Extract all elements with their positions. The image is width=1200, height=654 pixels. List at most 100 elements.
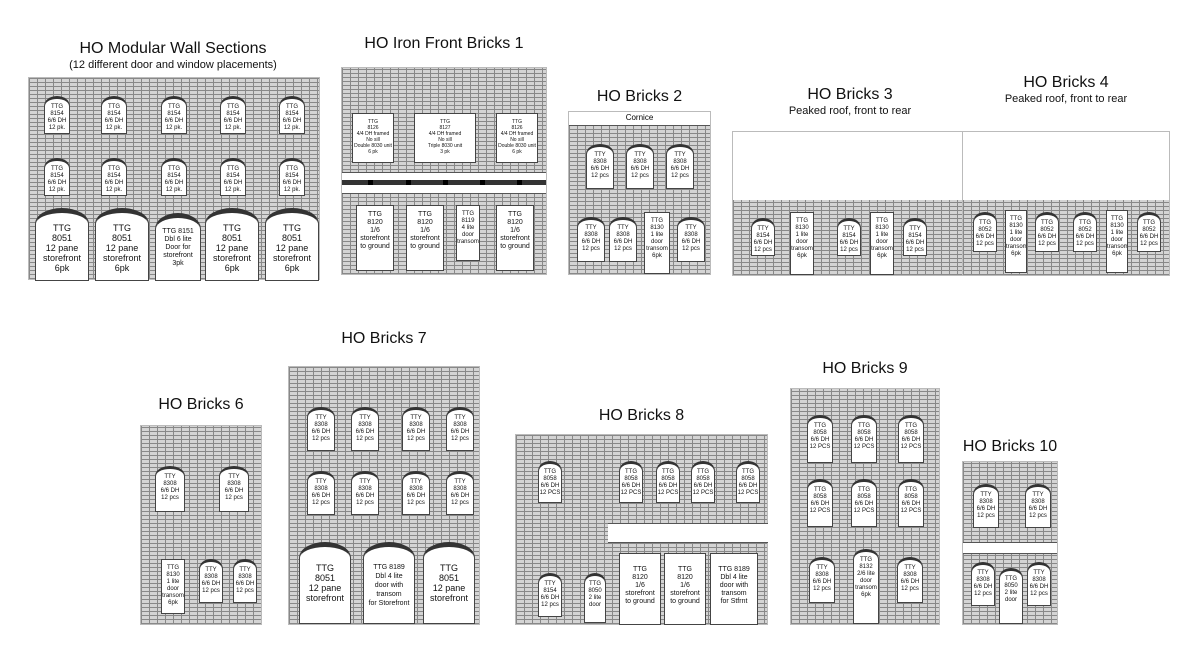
window: TTG 8058 6/6 DH 12 PCS — [807, 479, 833, 527]
window: TTG 8058 6/6 DH 12 PCS — [656, 461, 680, 503]
window: TTY 8308 6/6 DH 12 pcs — [219, 466, 249, 512]
window: TTG 8058 6/6 DH 12 PCS — [619, 461, 643, 503]
door: TTG 8130 1 lite door transom 6pk — [1005, 210, 1027, 273]
window: TTY 8308 6/6 DH 12 pcs — [307, 407, 335, 451]
window-unit: TTG 8126 4/4 DH framed No sill Double 80… — [496, 113, 538, 163]
window: TTG 8058 6/6 DH 12 PCS — [898, 415, 924, 463]
storefront: TTG 8051 12 pane storefront 6pk — [265, 208, 319, 281]
window: TTG 8154 6/6 DH 12 pk. — [161, 96, 187, 134]
window: TTG 8058 6/6 DH 12 PCS — [538, 461, 562, 503]
window: TTY 8308 6/6 DH 12 pcs — [809, 557, 835, 603]
window: TTG 8154 6/6 DH 12 pk. — [279, 96, 305, 134]
window: TTY 8308 6/6 DH 12 pcs — [586, 144, 614, 189]
b10-title: HO Bricks 10 — [962, 438, 1058, 455]
window: TTY 8308 6/6 DH 12 pcs — [626, 144, 654, 189]
b2-panel: Cornice TTY 8308 6/6 DH 12 pcs TTY 8308 … — [568, 111, 711, 275]
window: TTY 8308 6/6 DH 12 pcs — [351, 407, 379, 451]
b8-panel: TTG 8058 6/6 DH 12 PCS TTG 8058 6/6 DH 1… — [515, 434, 768, 625]
storefront: TTG 8051 12 pane storefront 6pk — [205, 208, 259, 281]
dentil-band — [963, 542, 1057, 554]
window: TTY 8308 6/6 DH 12 pcs — [446, 471, 474, 515]
window: TTG 8052 6/6 DH 12 pcs — [1073, 212, 1097, 252]
door: TTG 8132 2/6 lite door transom 6pk — [853, 549, 879, 624]
b4-brick-wall: TTG 8052 6/6 DH 12 pcs TTG 8130 1 lite d… — [963, 200, 1169, 275]
b7-panel: TTY 8308 6/6 DH 12 pcs TTY 8308 6/6 DH 1… — [288, 366, 480, 625]
storefront: TTG 8120 1/6 storefront to ground — [619, 553, 661, 625]
window: TTG 8154 6/6 DH 12 pk. — [161, 158, 187, 196]
window: TTG 8058 6/6 DH 12 PCS — [691, 461, 715, 503]
window: TTY 8154 6/6 DH 12 pcs — [837, 218, 861, 256]
door: TTG 8050 2 lite door — [999, 568, 1023, 624]
b8-title: HO Bricks 8 — [598, 407, 685, 424]
window: TTY 8308 6/6 DH 12 pcs — [402, 471, 430, 515]
window: TTG 8154 6/6 DH 12 pk. — [44, 158, 70, 196]
storefront: TTG 8051 12 pane storefront — [299, 542, 351, 624]
window: TTY 8308 6/6 DH 12 pcs — [155, 466, 185, 512]
window: TTG 8052 6/6 DH 12 pcs — [1035, 212, 1059, 252]
storefront: TTG 8120 1/6 storefront to ground — [356, 205, 394, 271]
b6-panel: TTY 8308 6/6 DH 12 pcs TTY 8308 6/6 DH 1… — [140, 425, 262, 625]
window: TTY 8308 6/6 DH 12 pcs — [1025, 484, 1051, 528]
window: TTG 8058 6/6 DH 12 PCS — [851, 479, 877, 527]
b4-subtitle: Peaked roof, front to rear — [1004, 93, 1128, 105]
door: TTG 8130 1 lite door transom 6pk — [161, 559, 185, 614]
b4-panel: TTG 8052 6/6 DH 12 pcs TTG 8130 1 lite d… — [962, 131, 1170, 276]
window: TTY 8308 6/6 DH 12 pcs — [402, 407, 430, 451]
window: TTG 8154 6/6 DH 12 pk. — [279, 158, 305, 196]
window: TTY 8308 6/6 DH 12 pcs — [446, 407, 474, 451]
door: TTG 8130 1 lite door transom 6pk — [870, 212, 894, 275]
b7-title: HO Bricks 7 — [341, 330, 427, 347]
storefront: TTG 8051 12 pane storefront 6pk — [35, 208, 89, 281]
window: TTG 8154 6/6 DH 12 pk. — [44, 96, 70, 134]
modular-title: HO Modular Wall Sections — [79, 40, 267, 57]
window: TTY 8154 6/6 DH 12 pcs — [538, 573, 562, 617]
modular-wall-panel: TTG 8154 6/6 DH 12 pk. TTG 8154 6/6 DH 1… — [28, 77, 320, 281]
window-unit: TTG 8127 4/4 DH framed No sill Triple 80… — [414, 113, 476, 163]
b9-title: HO Bricks 9 — [822, 360, 908, 377]
storefront: TTG 8051 12 pane storefront — [423, 542, 475, 624]
window: TTG 8058 6/6 DH 12 PCS — [736, 461, 760, 503]
window: TTY 8308 6/6 DH 12 pcs — [973, 484, 999, 528]
storefront-door: TTG 8189 Dbl 4 lite door with transom fo… — [363, 542, 415, 624]
modular-subtitle: (12 different door and window placements… — [69, 59, 277, 71]
window: TTY 8308 6/6 DH 12 pcs — [351, 471, 379, 515]
window: TTY 8154 6/6 DH 12 pcs — [903, 218, 927, 256]
window: TTY 8308 6/6 DH 12 pcs — [666, 144, 694, 189]
bolt — [443, 180, 448, 185]
storefront-door: TTG 8151 Dbl 6 lite Door for storefront … — [155, 213, 201, 281]
window-unit: TTG 8126 4/4 DH framed No sill Double 80… — [352, 113, 394, 163]
door: TTG 8050 2 lite door — [584, 573, 606, 623]
storefront-door: TTG 8189 Dbl 4 lite door with transom fo… — [710, 553, 758, 625]
storefront: TTG 8051 12 pane storefront 6pk — [95, 208, 149, 281]
b10-panel: TTY 8308 6/6 DH 12 pcs TTY 8308 6/6 DH 1… — [962, 461, 1058, 625]
bolt — [517, 180, 522, 185]
b4-title: HO Bricks 4 — [1023, 74, 1109, 91]
cornice-band: Cornice — [569, 112, 710, 126]
window: TTG 8154 6/6 DH 12 pk. — [101, 158, 127, 196]
door: TTG 8130 1 lite door transom 6pk — [644, 212, 670, 274]
window: TTY 8308 6/6 DH 12 pcs — [307, 471, 335, 515]
window: TTG 8058 6/6 DH 12 PCS — [898, 479, 924, 527]
b3-title: HO Bricks 3 — [807, 86, 893, 103]
b3-subtitle: Peaked roof, front to rear — [788, 105, 912, 117]
b3-brick-wall: TTY 8154 6/6 DH 12 pcs TTG 8130 1 lite d… — [733, 200, 967, 275]
window: TTY 8308 6/6 DH 12 pcs — [609, 217, 637, 262]
window: TTY 8308 6/6 DH 12 pcs — [677, 217, 705, 262]
door: TTG 8130 1 lite door transom 6pk — [1106, 210, 1128, 273]
window: TTG 8154 6/6 DH 12 pk. — [220, 158, 246, 196]
door: TTG 8130 1 lite door transom 6pk — [790, 212, 814, 275]
door-transom: TTG 8119 4 lite door transom — [456, 205, 480, 261]
storefront: TTG 8120 1/6 storefront to ground — [496, 205, 534, 271]
window: TTG 8154 6/6 DH 12 pk. — [220, 96, 246, 134]
b2-title: HO Bricks 2 — [596, 88, 683, 105]
window: TTG 8058 6/6 DH 12 PCS — [807, 415, 833, 463]
storefront: TTG 8120 1/6 storefront to ground — [664, 553, 706, 625]
b3-panel: TTY 8154 6/6 DH 12 pcs TTG 8130 1 lite d… — [732, 131, 968, 276]
b6-title: HO Bricks 6 — [158, 396, 244, 413]
window: TTY 8308 6/6 DH 12 pcs — [897, 557, 923, 603]
window: TTY 8308 6/6 DH 12 pcs — [199, 559, 223, 603]
window: TTG 8052 6/6 DH 12 pcs — [1137, 212, 1161, 252]
window: TTY 8308 6/6 DH 12 pcs — [1027, 562, 1051, 606]
window: TTY 8308 6/6 DH 12 pcs — [971, 562, 995, 606]
iron-title: HO Iron Front Bricks 1 — [364, 35, 524, 52]
